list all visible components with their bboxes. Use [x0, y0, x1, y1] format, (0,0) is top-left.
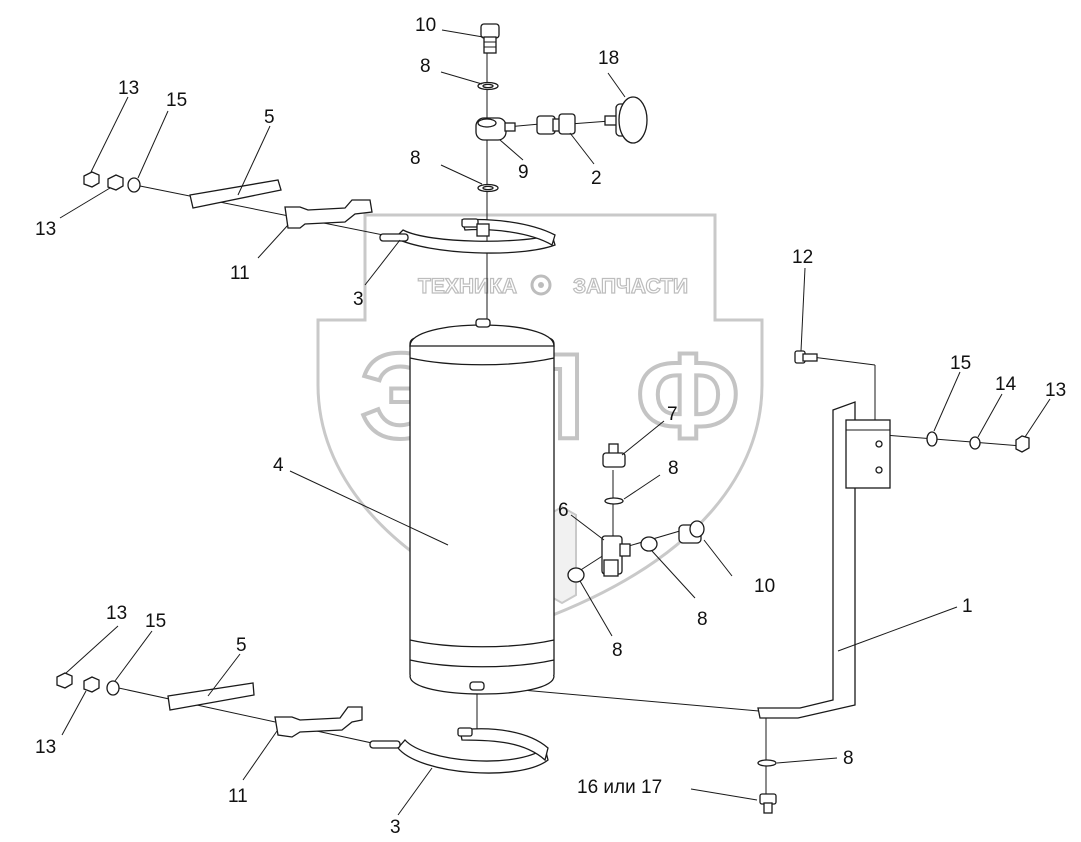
washer-bottom: [757, 759, 777, 767]
washer-mid-1: [604, 497, 624, 505]
watermark-left-word: ТЕХНИКА: [418, 275, 517, 298]
label-13-bottom-2: 13: [35, 737, 56, 758]
label-15-right: 15: [950, 353, 971, 374]
washer-mid-2: [567, 567, 585, 583]
fitting-side: [678, 520, 705, 544]
bracket-bottom: [274, 706, 363, 738]
label-1: 1: [962, 596, 973, 617]
watermark-right-word: ЗАПЧАСТИ: [573, 275, 688, 298]
label-8-bottom: 8: [843, 748, 854, 769]
tee-fitting: [601, 535, 631, 577]
plate-bottom: [167, 682, 255, 711]
label-2: 2: [591, 168, 602, 189]
label-13-top-1: 13: [118, 78, 139, 99]
strap-bottom: [369, 727, 549, 774]
label-5-top: 5: [264, 107, 275, 128]
callout-leaders: [59, 29, 1051, 816]
union-fitting: [536, 113, 576, 135]
label-3-bottom: 3: [390, 817, 401, 838]
label-16-or-17: 16 или 17: [577, 777, 662, 798]
fasteners-top-left: [83, 171, 141, 193]
drain-valve: [602, 443, 626, 468]
label-13-right: 13: [1045, 380, 1066, 401]
strap-top: [379, 218, 556, 254]
air-tank: [409, 318, 555, 695]
label-11-top: 11: [230, 263, 250, 284]
watermark-gear-icon: [530, 274, 552, 296]
label-8-mid-3: 8: [612, 640, 623, 661]
banjo-fitting: [475, 117, 516, 141]
label-4: 4: [273, 455, 284, 476]
pressure-gauge: [604, 96, 648, 144]
plate-top: [189, 179, 282, 209]
label-13-bottom-1: 13: [106, 603, 127, 624]
label-8-mid-2: 8: [697, 609, 708, 630]
fasteners-right: [926, 431, 1030, 453]
label-15-bottom: 15: [145, 611, 166, 632]
fasteners-bottom-left: [56, 672, 120, 696]
label-10-top: 10: [415, 15, 436, 36]
label-13-top-2: 13: [35, 219, 56, 240]
bracket-top: [284, 199, 373, 229]
fitting-top: [480, 23, 500, 54]
callout-labels: 10 18 8 8 9 2 13 15 5 13 11 3 12 15 14 1…: [35, 15, 1066, 838]
label-5-bottom: 5: [236, 635, 247, 656]
label-12: 12: [792, 247, 813, 268]
label-8-top-1: 8: [420, 56, 431, 77]
label-8-top-2: 8: [410, 148, 421, 169]
label-18: 18: [598, 48, 619, 69]
label-10-side: 10: [754, 576, 775, 597]
label-9: 9: [518, 162, 529, 183]
label-14: 14: [995, 374, 1017, 395]
label-8-mid-1: 8: [668, 458, 679, 479]
bolt-right: [794, 350, 818, 364]
bracket-right: [757, 401, 891, 719]
label-15-top: 15: [166, 90, 187, 111]
label-3-top: 3: [353, 289, 364, 310]
label-7: 7: [667, 404, 678, 425]
washer-mid-3: [640, 536, 658, 552]
label-11-bottom: 11: [228, 786, 248, 807]
drain-plug: [759, 793, 777, 814]
label-6: 6: [558, 500, 569, 521]
